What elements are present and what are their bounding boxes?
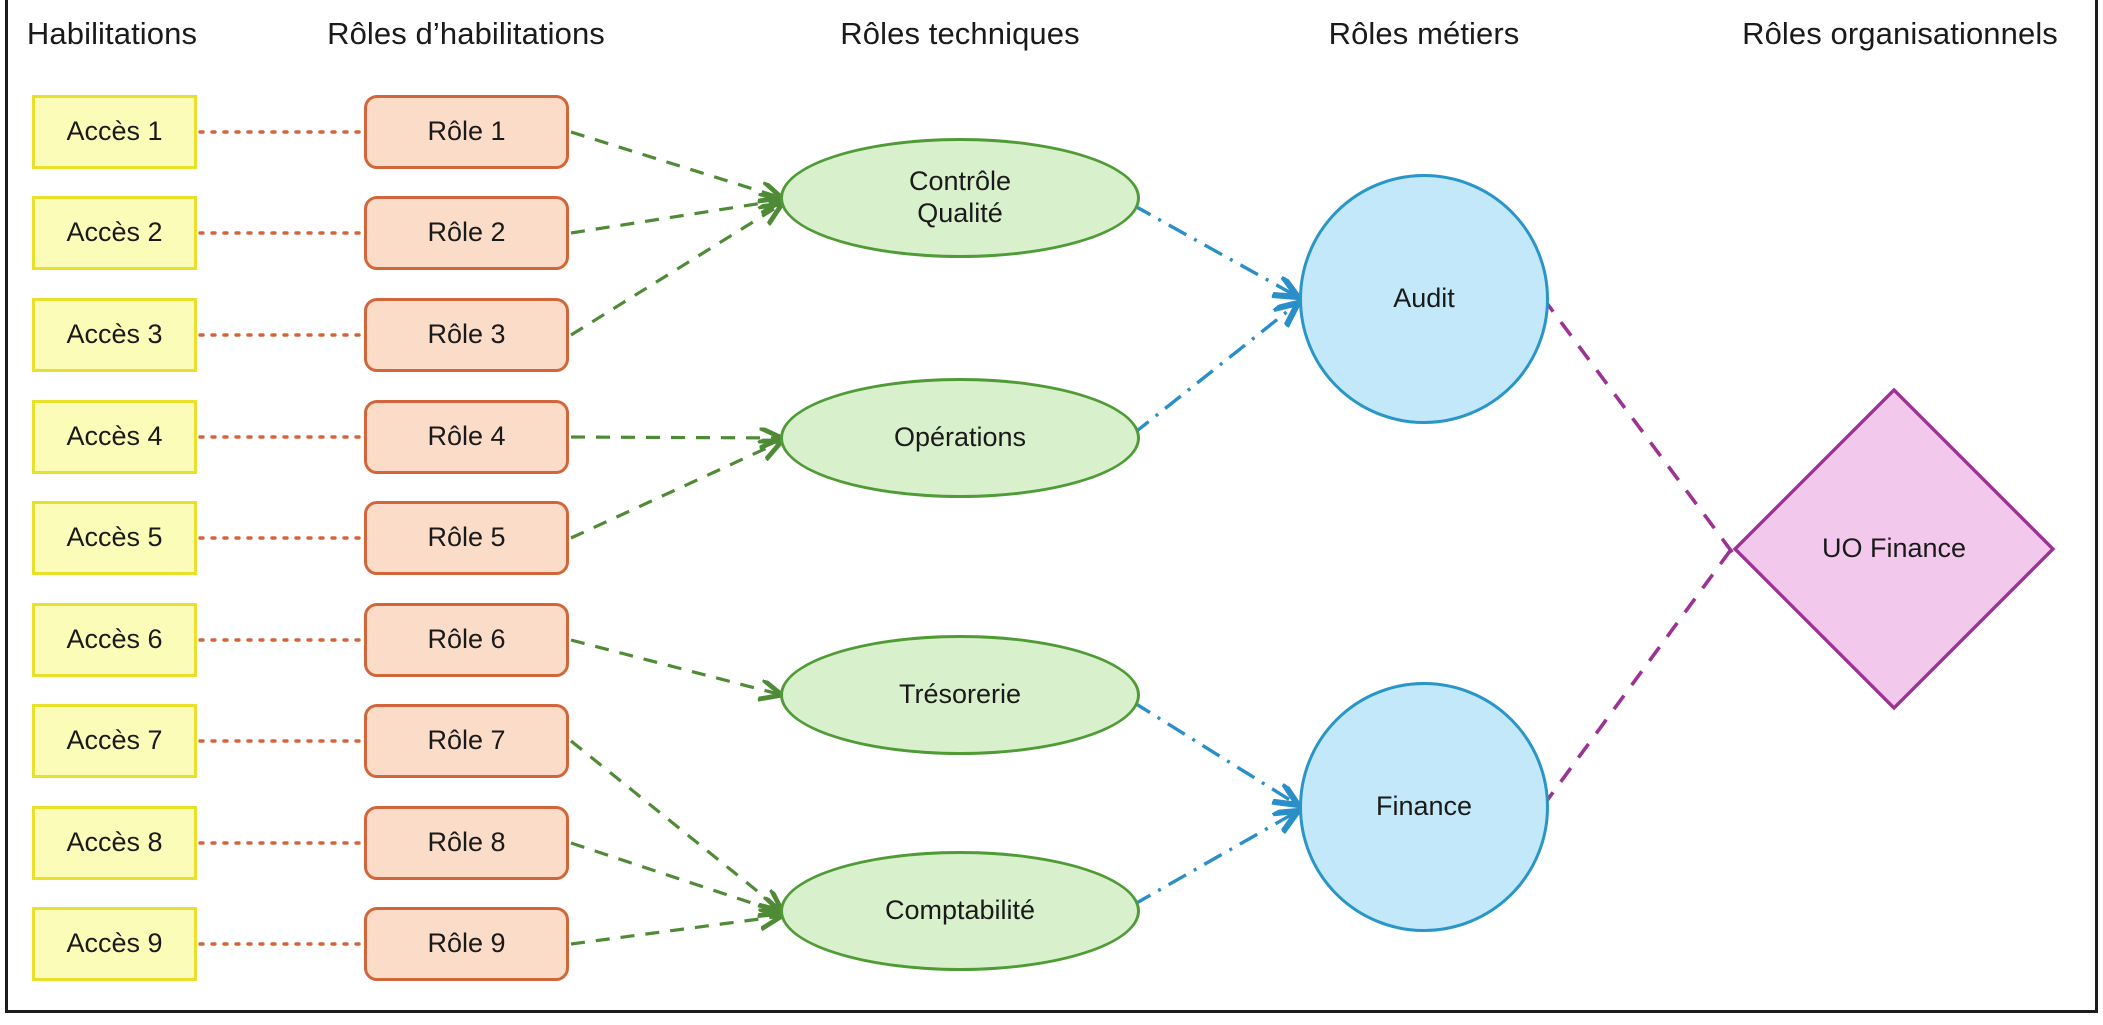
habilitation-node[interactable]: Accès 7 [32,704,197,778]
edge-role7-comptabilite [569,739,782,911]
edges-metier-to-organisationnel [1541,296,1740,808]
edge-controle-qualite-audit [1132,203,1298,297]
habilitation-node[interactable]: Accès 9 [32,907,197,981]
edge-audit-uo-finance [1541,296,1740,562]
column-header-habilitations: Habilitations [26,16,198,51]
role-technique-node[interactable]: Trésorerie [780,635,1140,755]
habilitation-node[interactable]: Accès 4 [32,400,197,474]
habilitation-node[interactable]: Accès 5 [32,501,197,575]
edge-role1-controle-qualite [570,130,782,198]
role-habilitation-node[interactable]: Rôle 7 [364,704,569,778]
edges-role-to-technique [569,130,782,946]
role-technique-label-line1: Contrôle [908,166,1012,197]
edge-role5-operations [570,441,782,540]
edges-technique-to-metier [1131,203,1298,907]
habilitation-node[interactable]: Accès 3 [32,298,197,372]
role-habilitation-node[interactable]: Rôle 1 [364,95,569,169]
role-organisationnel-label: UO Finance [1821,533,1967,564]
role-organisationnel-node[interactable]: UO Finance [1729,384,2059,714]
column-header-roles-metiers: Rôles métiers [1328,16,1520,51]
role-technique-node[interactable]: Comptabilité [780,851,1140,971]
role-habilitation-node[interactable]: Rôle 6 [364,603,569,677]
edge-comptabilite-finance [1132,811,1298,907]
role-habilitation-node[interactable]: Rôle 9 [364,907,569,981]
edge-role4-operations [570,437,782,438]
edge-role9-comptabilite [570,916,782,946]
edge-operations-audit [1131,303,1298,436]
edge-role3-controle-qualite [570,204,782,337]
habilitation-node[interactable]: Accès 1 [32,95,197,169]
role-habilitation-node[interactable]: Rôle 4 [364,400,569,474]
role-metier-node[interactable]: Finance [1299,682,1549,932]
role-habilitation-node[interactable]: Rôle 2 [364,196,569,270]
role-habilitation-node[interactable]: Rôle 5 [364,501,569,575]
diamond-shape-icon [1732,387,2056,711]
edge-role6-tresorerie [570,638,782,695]
edge-role8-comptabilite [570,841,782,913]
habilitation-node[interactable]: Accès 2 [32,196,197,270]
role-habilitation-node[interactable]: Rôle 3 [364,298,569,372]
column-header-roles-techniques: Rôles techniques [840,16,1080,51]
habilitation-node[interactable]: Accès 6 [32,603,197,677]
role-technique-node[interactable]: Contrôle Qualité [780,138,1140,258]
column-header-roles-habilitations: Rôles d’habilitations [327,16,605,51]
role-technique-label-line2: Qualité [917,198,1003,228]
edge-tresorerie-finance [1132,700,1298,805]
role-technique-node[interactable]: Opérations [780,378,1140,498]
edge-role2-controle-qualite [570,200,782,235]
habilitation-node[interactable]: Accès 8 [32,806,197,880]
role-metier-node[interactable]: Audit [1299,174,1549,424]
edge-finance-uo-finance [1541,538,1740,808]
role-habilitation-node[interactable]: Rôle 8 [364,806,569,880]
column-header-roles-organisationnels: Rôles organisationnels [1742,16,2058,51]
edges-habilitation-to-role [198,130,364,946]
